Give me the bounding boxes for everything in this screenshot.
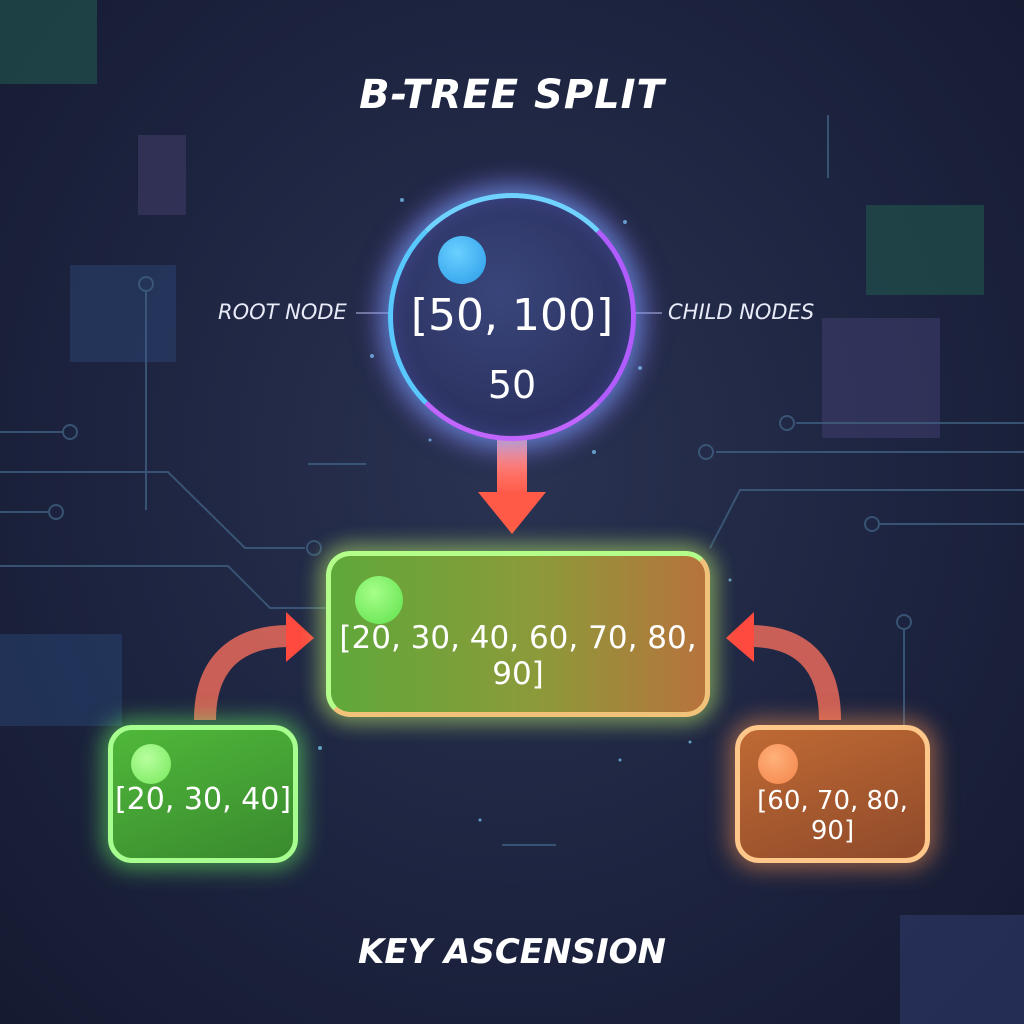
left-child-keys: [20, 30, 40] [114,782,292,817]
left-child-dot-icon [131,744,171,784]
left-curved-arrow [194,612,314,721]
root-node-label: ROOT NODE [218,300,347,324]
overflow-node-dot-icon [355,576,403,624]
root-node-dot-icon [438,236,486,284]
right-child-node: [60, 70, 80, 90] [735,725,930,863]
child-nodes-label: CHILD NODES [668,300,815,324]
deco-square [0,0,97,84]
promoted-key: 50 [487,363,537,407]
overflow-node: [20, 30, 40, 60, 70, 80, 90] [326,551,710,717]
deco-square [70,265,176,362]
deco-square [866,205,984,295]
overflow-node-keys: [20, 30, 40, 60, 70, 80, 90] [339,620,697,692]
right-curved-arrow [726,612,841,721]
deco-square [900,915,1024,1024]
deco-square [0,634,122,726]
right-child-dot-icon [758,744,798,784]
left-child-node: [20, 30, 40] [108,725,298,863]
deco-square [138,135,186,215]
deco-square [822,318,940,438]
right-child-keys: [60, 70, 80, 90] [757,786,908,846]
root-node-keys: [50, 100] [410,290,614,341]
diagram-title: B-TREE SPLIT [359,72,665,118]
diagram-footer: KEY ASCENSION [358,932,666,972]
root-node: [50, 100] 50 [388,193,636,441]
